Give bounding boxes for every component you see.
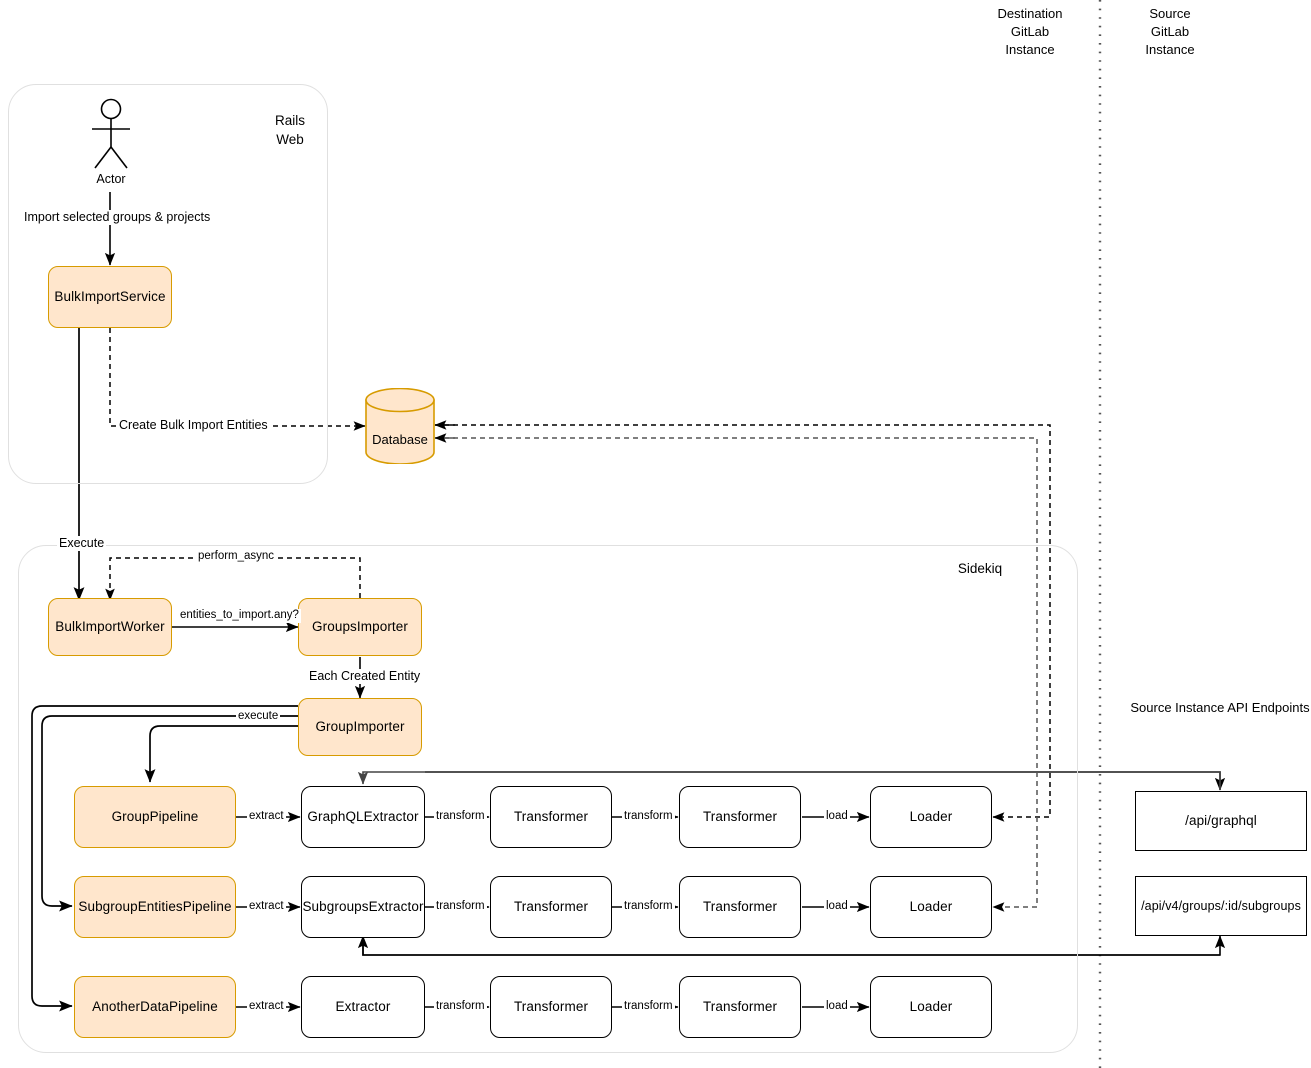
- destination-instance-label: Destination GitLab Instance: [997, 6, 1063, 58]
- source-api-endpoints-label: Source Instance API Endpoints: [1130, 700, 1310, 715]
- edge-label-entities-to-import: entities_to_import.any?: [178, 609, 301, 623]
- actor-label: Actor: [96, 172, 126, 186]
- api-endpoint-subgroups[interactable]: /api/v4/groups/:id/subgroups: [1135, 876, 1307, 936]
- edge-label-execute-top: Execute: [57, 536, 107, 551]
- database-label: Database: [372, 432, 428, 447]
- node-graphql-extractor[interactable]: GraphQLExtractor: [301, 786, 425, 848]
- node-group-pipeline[interactable]: GroupPipeline: [74, 786, 236, 848]
- node-transformer-r1-2[interactable]: Transformer: [679, 786, 801, 848]
- node-loader-r1[interactable]: Loader: [870, 786, 992, 848]
- node-bulk-import-service[interactable]: BulkImportService: [48, 266, 172, 328]
- node-transformer-r3-1[interactable]: Transformer: [490, 976, 612, 1038]
- container-rails-web-label: Rails Web: [274, 113, 305, 148]
- node-transformer-r2-2[interactable]: Transformer: [679, 876, 801, 938]
- edge-label-execute: execute: [236, 710, 281, 724]
- edge-label-import-selected: Import selected groups & projects: [22, 210, 213, 225]
- node-another-data-pipeline[interactable]: AnotherDataPipeline: [74, 976, 236, 1038]
- edge-label-each-created-entity: Each Created Entity: [307, 669, 423, 684]
- node-extractor[interactable]: Extractor: [301, 976, 425, 1038]
- edge-label-perform-async: perform_async: [196, 550, 277, 564]
- node-subgroups-extractor[interactable]: SubgroupsExtractor: [301, 876, 425, 938]
- actor-figure: [82, 98, 140, 170]
- database-cylinder: [365, 387, 435, 465]
- container-sidekiq-label: Sidekiq: [957, 561, 1003, 576]
- source-instance-label: Source GitLab Instance: [1145, 6, 1195, 58]
- edge-label-extract-r3: extract: [247, 1000, 286, 1014]
- edge-label-load-r1: load: [824, 810, 850, 824]
- edge-label-extract-r2: extract: [247, 900, 286, 914]
- edge-label-transform-r3-2: transform: [622, 1000, 675, 1014]
- actor-head-icon: [100, 98, 122, 120]
- edge-label-transform-r2-1: transform: [434, 900, 487, 914]
- node-loader-r3[interactable]: Loader: [870, 976, 992, 1038]
- edge-label-transform-r3-1: transform: [434, 1000, 487, 1014]
- edge-label-transform-r1-2: transform: [622, 810, 675, 824]
- node-transformer-r1-1[interactable]: Transformer: [490, 786, 612, 848]
- node-bulk-import-worker[interactable]: BulkImportWorker: [48, 598, 172, 656]
- node-subgroup-entities-pipeline[interactable]: SubgroupEntitiesPipeline: [74, 876, 236, 938]
- container-rails-web: [8, 84, 328, 484]
- edge-label-transform-r1-1: transform: [434, 810, 487, 824]
- node-groups-importer[interactable]: GroupsImporter: [298, 598, 422, 656]
- api-endpoint-graphql[interactable]: /api/graphql: [1135, 791, 1307, 851]
- edge-label-extract-r1: extract: [247, 810, 286, 824]
- edge-label-transform-r2-2: transform: [622, 900, 675, 914]
- edge-label-create-entities: Create Bulk Import Entities: [117, 418, 270, 433]
- node-group-importer[interactable]: GroupImporter: [298, 698, 422, 756]
- node-transformer-r3-2[interactable]: Transformer: [679, 976, 801, 1038]
- node-transformer-r2-1[interactable]: Transformer: [490, 876, 612, 938]
- edge-label-load-r2: load: [824, 900, 850, 914]
- node-loader-r2[interactable]: Loader: [870, 876, 992, 938]
- edge-label-load-r3: load: [824, 1000, 850, 1014]
